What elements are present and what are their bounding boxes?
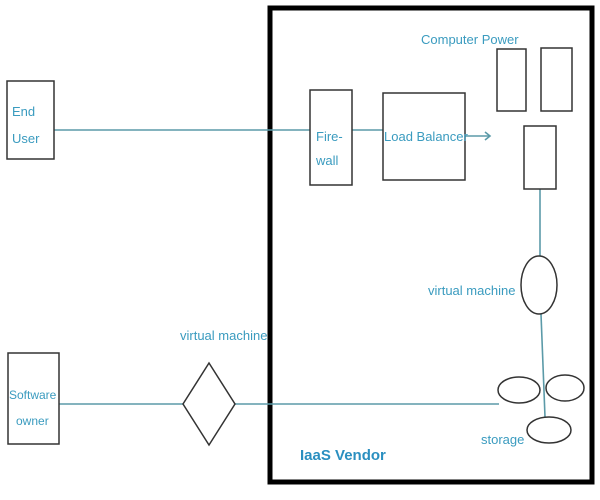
compute-server-2 [540,47,573,112]
connector-vm-storage [540,313,546,418]
storage-disk-1 [497,376,541,404]
storage-label: storage [481,432,524,447]
virtual-machine-inside-label: virtual machine [428,283,515,298]
end-user-label-1: End [12,104,35,119]
compute-server-1 [496,48,527,112]
virtual-machine-diamond [182,361,236,447]
load-balancer-label: Load Balancer [384,129,469,144]
storage-disk-2 [545,374,585,402]
virtual-machine-outside-label: virtual machine [180,328,267,343]
end-user-label-2: User [12,131,40,146]
firewall-node: Fire- wall [309,89,353,186]
iaas-vendor-label: IaaS Vendor [300,447,386,464]
computer-power-label: Computer Power [421,32,519,47]
virtual-machine-inside [520,255,558,315]
software-owner-label-1: Software [9,388,57,402]
storage-disk-3 [526,416,572,444]
iaas-vendor-boundary [267,5,595,485]
end-user-node: End User [6,80,55,160]
software-owner-node: Software owner [7,352,60,445]
firewall-label-1: Fire- [316,129,343,144]
arrow-loadbalancer-compute [465,131,492,141]
compute-server-3 [523,125,557,190]
load-balancer-node: Load Balancer [382,92,469,181]
software-owner-label-2: owner [16,414,49,428]
firewall-label-2: wall [315,153,339,168]
